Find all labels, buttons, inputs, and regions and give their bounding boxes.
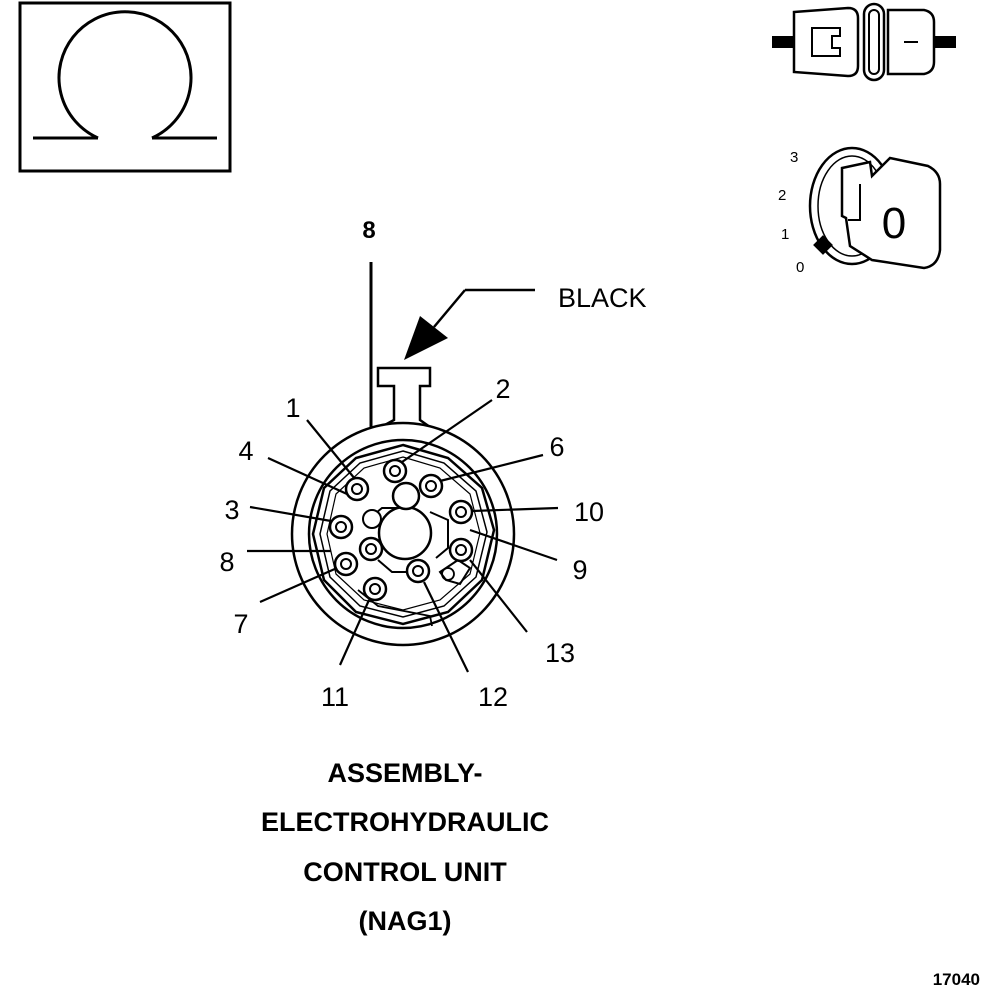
pin-label-7: 7 <box>233 609 248 639</box>
ohm-icon <box>18 1 232 173</box>
caption-line-4: (NAG1) <box>358 906 452 936</box>
pin-label-13: 13 <box>545 638 575 668</box>
pin-7-cavity <box>333 551 359 577</box>
pin-label-11: 11 <box>321 682 349 712</box>
color-callout: BLACK <box>404 283 647 360</box>
pin-3-cavity <box>328 514 354 540</box>
ignition-position-3: 3 <box>790 149 798 166</box>
pin-8-cavity <box>358 536 384 562</box>
pin-label-6: 6 <box>549 432 564 462</box>
pin-label-1: 1 <box>285 393 300 423</box>
color-label: BLACK <box>558 283 647 313</box>
ignition-key-label: 0 <box>882 199 906 248</box>
connector-icon <box>772 2 956 82</box>
caption-line-2: ELECTROHYDRAULIC <box>261 807 549 837</box>
pin-label-8: 8 <box>219 547 234 577</box>
pin-label-9: 9 <box>572 555 587 585</box>
pin-label-12: 12 <box>478 682 508 712</box>
ignition-position-0: 0 <box>796 259 804 276</box>
pin-2-cavity <box>382 458 408 484</box>
pin-leader-lines <box>247 399 559 673</box>
pin-label-3: 3 <box>224 495 239 525</box>
pin-1-cavity <box>344 476 370 502</box>
pin-12-cavity <box>405 558 431 584</box>
pin-13-cavity <box>441 567 455 581</box>
caption-line-1: ASSEMBLY- <box>327 758 483 788</box>
pin-label-10: 10 <box>574 497 604 527</box>
pin-labels: 1 2 4 6 3 10 8 9 7 13 11 12 <box>219 374 604 712</box>
pin-11-cavity <box>362 576 388 602</box>
pin-9-cavity <box>448 537 474 563</box>
caption-line-3: CONTROL UNIT <box>303 857 507 887</box>
ignition-key-icon: 3 2 1 0 0 <box>778 146 942 276</box>
figure-id: 17040 <box>932 970 980 989</box>
pin-label-4: 4 <box>238 436 253 466</box>
ignition-position-1: 1 <box>781 226 789 243</box>
pin-6-cavity <box>418 473 444 499</box>
pin-label-2: 2 <box>495 374 510 404</box>
ignition-position-2: 2 <box>778 187 786 204</box>
pin-4-cavity <box>362 509 382 529</box>
probe-pin-label: 8 <box>362 217 375 244</box>
connector-face <box>290 366 516 647</box>
pin-cavities <box>328 458 474 602</box>
pin-10-cavity <box>448 499 474 525</box>
